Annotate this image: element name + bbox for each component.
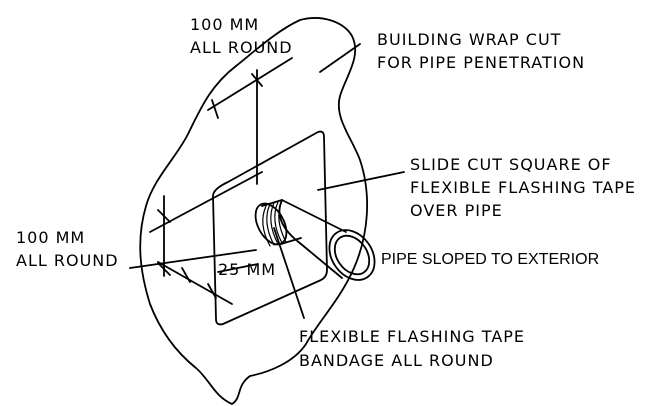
bandage-label-line2: BANDAGE ALL ROUND xyxy=(299,351,494,370)
slide-label-line1: SLIDE CUT SQUARE OF xyxy=(410,155,612,174)
wrap-label-line2: FOR PIPE PENETRATION xyxy=(377,53,585,72)
top-dim-diagonal-line xyxy=(207,57,293,111)
small-dim-leader-line xyxy=(217,263,259,273)
left-dim-diagonal-bottom xyxy=(157,261,233,305)
pipe-bandage xyxy=(254,199,302,247)
pipe-end-outer xyxy=(328,229,376,281)
bandage-leader-line xyxy=(273,227,305,319)
bandage-label-line1: FLEXIBLE FLASHING TAPE xyxy=(299,327,525,346)
left-dim-label-line2: ALL ROUND xyxy=(16,251,119,270)
left-dim-label-line1: 100 MM xyxy=(16,228,85,247)
left-dim-diagonal-lower xyxy=(129,249,257,269)
left-dim-tick-top xyxy=(157,209,171,223)
left-dim-tick-bottom xyxy=(157,262,171,276)
small-dim-tick-1 xyxy=(181,267,191,283)
pipe xyxy=(278,199,376,281)
pipe-slope-label: PIPE SLOPED TO EXTERIOR xyxy=(381,251,599,268)
top-dim-label-line1: 100 MM xyxy=(190,15,259,34)
left-dim-diagonal-upper xyxy=(149,171,263,233)
slide-leader-line xyxy=(317,171,405,191)
top-dim-label-line2: ALL ROUND xyxy=(190,38,293,57)
building-wrap-outline xyxy=(139,17,368,405)
wrap-label-line1: BUILDING WRAP CUT xyxy=(377,30,561,49)
small-dim-tick-2 xyxy=(207,283,217,299)
pipe-end-inner xyxy=(333,234,371,276)
top-dim-tick-2 xyxy=(251,73,263,87)
top-dim-tick-1 xyxy=(211,99,219,119)
small-dim-label: 25 MM xyxy=(218,260,276,279)
slide-label-line3: OVER PIPE xyxy=(410,201,503,220)
wrap-leader-line xyxy=(319,43,361,73)
flashing-tape-square xyxy=(212,130,328,326)
slide-label-line2: FLEXIBLE FLASHING TAPE xyxy=(410,178,636,197)
